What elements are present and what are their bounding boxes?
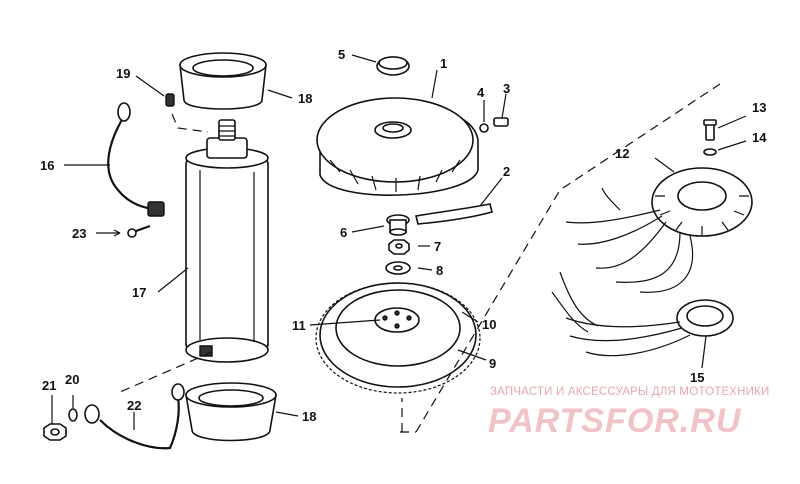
stator-12 bbox=[651, 167, 753, 237]
cap-5 bbox=[376, 56, 410, 76]
boot-18-top bbox=[179, 52, 267, 110]
label-3: 3 bbox=[503, 81, 510, 96]
flywheel-cover-1 bbox=[316, 97, 479, 196]
label-13: 13 bbox=[752, 100, 766, 115]
label-11: 11 bbox=[292, 318, 306, 333]
label-16: 16 bbox=[40, 158, 54, 173]
screw-13 bbox=[703, 119, 717, 141]
strap-2 bbox=[415, 203, 493, 225]
label-1: 1 bbox=[440, 56, 447, 71]
label-20: 20 bbox=[65, 372, 79, 387]
bushing-6 bbox=[386, 214, 410, 236]
label-5: 5 bbox=[338, 47, 345, 62]
flywheel-9 bbox=[315, 282, 481, 394]
label-19: 19 bbox=[116, 66, 130, 81]
label-2: 2 bbox=[503, 164, 510, 179]
label-8: 8 bbox=[436, 263, 443, 278]
nut-21 bbox=[43, 423, 67, 441]
washer-14 bbox=[703, 148, 717, 156]
starter-cable-top bbox=[107, 102, 165, 217]
label-21: 21 bbox=[42, 378, 56, 393]
label-22: 22 bbox=[127, 398, 141, 413]
washer-20 bbox=[68, 408, 78, 422]
leader-lines bbox=[51, 54, 747, 430]
clip-19 bbox=[165, 93, 175, 107]
stator-wire-harness bbox=[565, 187, 694, 293]
label-15: 15 bbox=[690, 370, 704, 385]
label-7: 7 bbox=[434, 239, 441, 254]
trigger-sensor-15 bbox=[551, 271, 734, 357]
label-9: 9 bbox=[489, 356, 496, 371]
nut-7 bbox=[388, 239, 410, 255]
starter-cable-bottom bbox=[84, 383, 185, 450]
starter-motor bbox=[185, 119, 269, 363]
label-14: 14 bbox=[752, 130, 767, 145]
watermark-tagline: ЗАПЧАСТИ И АКСЕССУАРЫ ДЛЯ МОТОТЕХНИКИ bbox=[490, 386, 770, 398]
washer-4 bbox=[479, 123, 489, 133]
hub-11 bbox=[374, 307, 420, 333]
assembly-dashed-lines bbox=[119, 83, 721, 433]
label-17: 17 bbox=[132, 285, 146, 300]
label-18-bottom: 18 bbox=[302, 409, 316, 424]
watermark-logo: PARTSFOR.RU bbox=[488, 402, 742, 440]
screw-23 bbox=[127, 224, 151, 238]
label-12: 12 bbox=[615, 146, 629, 161]
label-4: 4 bbox=[477, 85, 485, 100]
label-6: 6 bbox=[340, 225, 347, 240]
boot-18-bottom bbox=[185, 382, 277, 442]
washer-8 bbox=[385, 261, 411, 275]
label-23: 23 bbox=[72, 226, 86, 241]
label-18-top: 18 bbox=[298, 91, 312, 106]
callout-labels: 1 2 3 4 5 6 7 8 9 10 11 12 13 14 15 16 1… bbox=[40, 47, 767, 424]
label-10: 10 bbox=[482, 317, 496, 332]
screw-3 bbox=[493, 117, 509, 127]
